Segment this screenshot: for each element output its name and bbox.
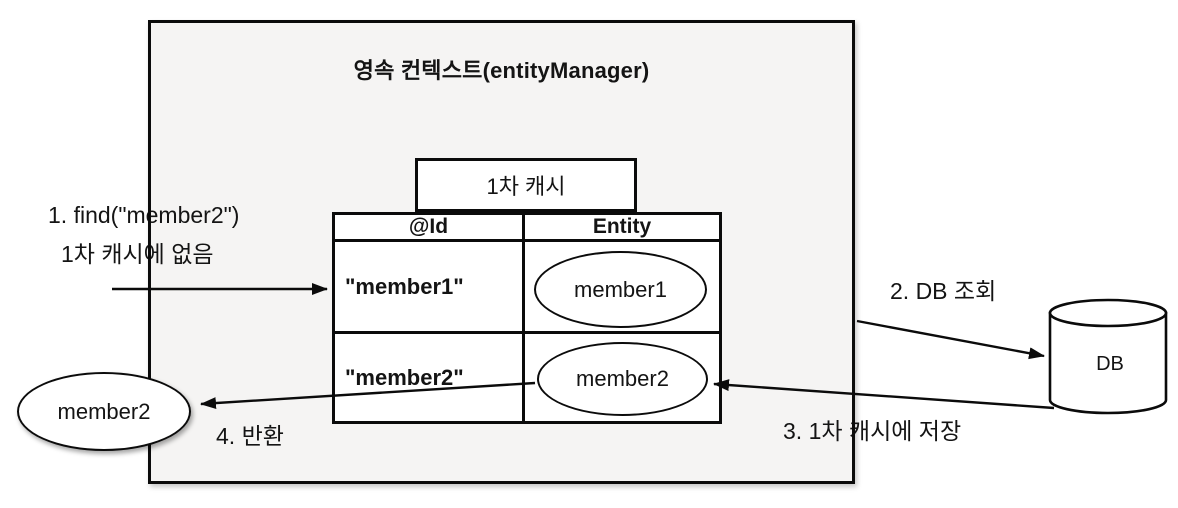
table-row-1-id: "member1" bbox=[335, 242, 525, 334]
annotation-step1-find: 1. find("member2") bbox=[48, 202, 240, 228]
first-level-cache-label: 1차 캐시 bbox=[486, 174, 566, 199]
database-label: DB bbox=[1096, 353, 1124, 375]
entity-ellipse-member1-label: member1 bbox=[574, 276, 667, 302]
first-level-cache-tab: 1차 캐시 bbox=[415, 158, 637, 212]
entity-ellipse-member2-label: member2 bbox=[576, 366, 669, 391]
annotation-step2-db-lookup: 2. DB 조회 bbox=[890, 278, 997, 304]
annotation-step4-return: 4. 반환 bbox=[216, 423, 284, 449]
database-cylinder-icon bbox=[1048, 298, 1168, 415]
annotation-step1-cache-miss: 1차 캐시에 없음 bbox=[61, 241, 214, 267]
result-entity-label: member2 bbox=[57, 398, 151, 424]
annotation-step3-store-cache: 3. 1차 캐시에 저장 bbox=[783, 418, 962, 444]
entity-ellipse-member1: member1 bbox=[534, 251, 707, 328]
cache-table-header-entity: Entity bbox=[525, 215, 719, 242]
result-entity-ellipse: member2 bbox=[17, 372, 191, 451]
cache-table-header-id: @Id bbox=[335, 215, 525, 242]
arrow-step2-db-lookup bbox=[856, 319, 1045, 360]
entity-ellipse-member2: member2 bbox=[537, 342, 708, 416]
table-row-2-id: "member2" bbox=[335, 334, 525, 421]
persistence-context-title: 영속 컨텍스트(entityManager) bbox=[353, 58, 650, 83]
